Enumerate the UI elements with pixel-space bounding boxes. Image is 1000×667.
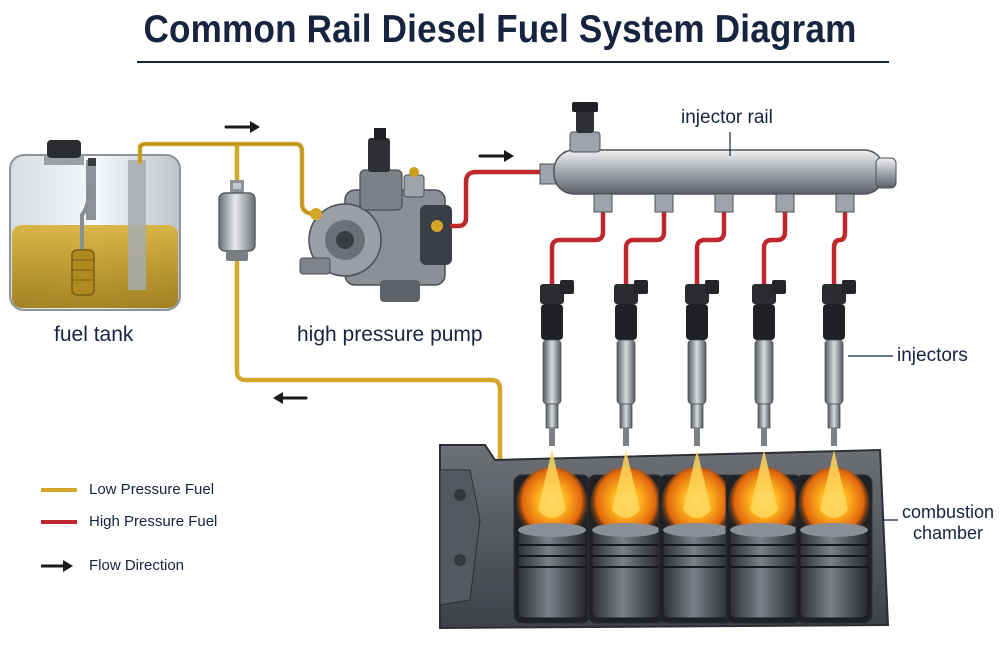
cylinder-3 [658,450,736,624]
fuel-filter [218,180,256,261]
legend-flow-direction-label: Flow Direction [89,557,185,574]
injector-rail [539,102,897,213]
piston [662,523,732,619]
piston [799,523,869,619]
fuel-tank [9,140,181,311]
combustion-chamber-label-line1: combustion [901,502,995,522]
injector-5 [822,280,856,446]
injector-4 [752,280,786,446]
injector-line-2 [623,207,667,287]
injectors [540,280,856,446]
injector-1 [540,280,574,446]
cylinder-2 [587,450,665,624]
cylinder-1 [513,450,591,624]
high-pressure-pump [299,128,452,302]
injector-line-4 [761,207,788,287]
injector-line-3 [694,207,727,287]
arrow-right-icon [478,150,514,162]
pump-to-rail-line [449,169,543,229]
injectors-label: injectors [897,345,968,366]
legend [41,488,77,572]
low-pressure-lines [137,141,503,491]
return-line [234,259,503,491]
injector-line-1 [549,207,606,287]
cylinders [513,450,873,624]
arrow-right-icon [224,121,260,133]
piston [591,523,661,619]
combustion-chamber-label-line2: chamber [912,523,984,543]
flow-arrows [224,121,514,404]
injector-rail-label: injector rail [681,107,773,128]
combustion-chamber-label: combustion chamber [900,502,996,544]
piston [729,523,799,619]
cylinder-4 [725,450,803,624]
piston [517,523,587,619]
high-pressure-pump-label: high pressure pump [297,323,483,346]
title-underline [137,61,889,63]
injector-3 [685,280,719,446]
injector-2 [614,280,648,446]
cylinder-5 [795,450,873,624]
injector-line-5 [831,207,848,287]
legend-low-pressure-label: Low Pressure Fuel [89,481,215,498]
arrow-left-icon [273,392,308,404]
fuel-tank-label: fuel tank [54,323,134,346]
high-pressure-lines [449,169,848,287]
legend-high-pressure-label: High Pressure Fuel [89,513,218,530]
legend-arrow-right-icon [41,560,73,572]
page-title: Common Rail Diesel Fuel System Diagram [143,8,857,51]
